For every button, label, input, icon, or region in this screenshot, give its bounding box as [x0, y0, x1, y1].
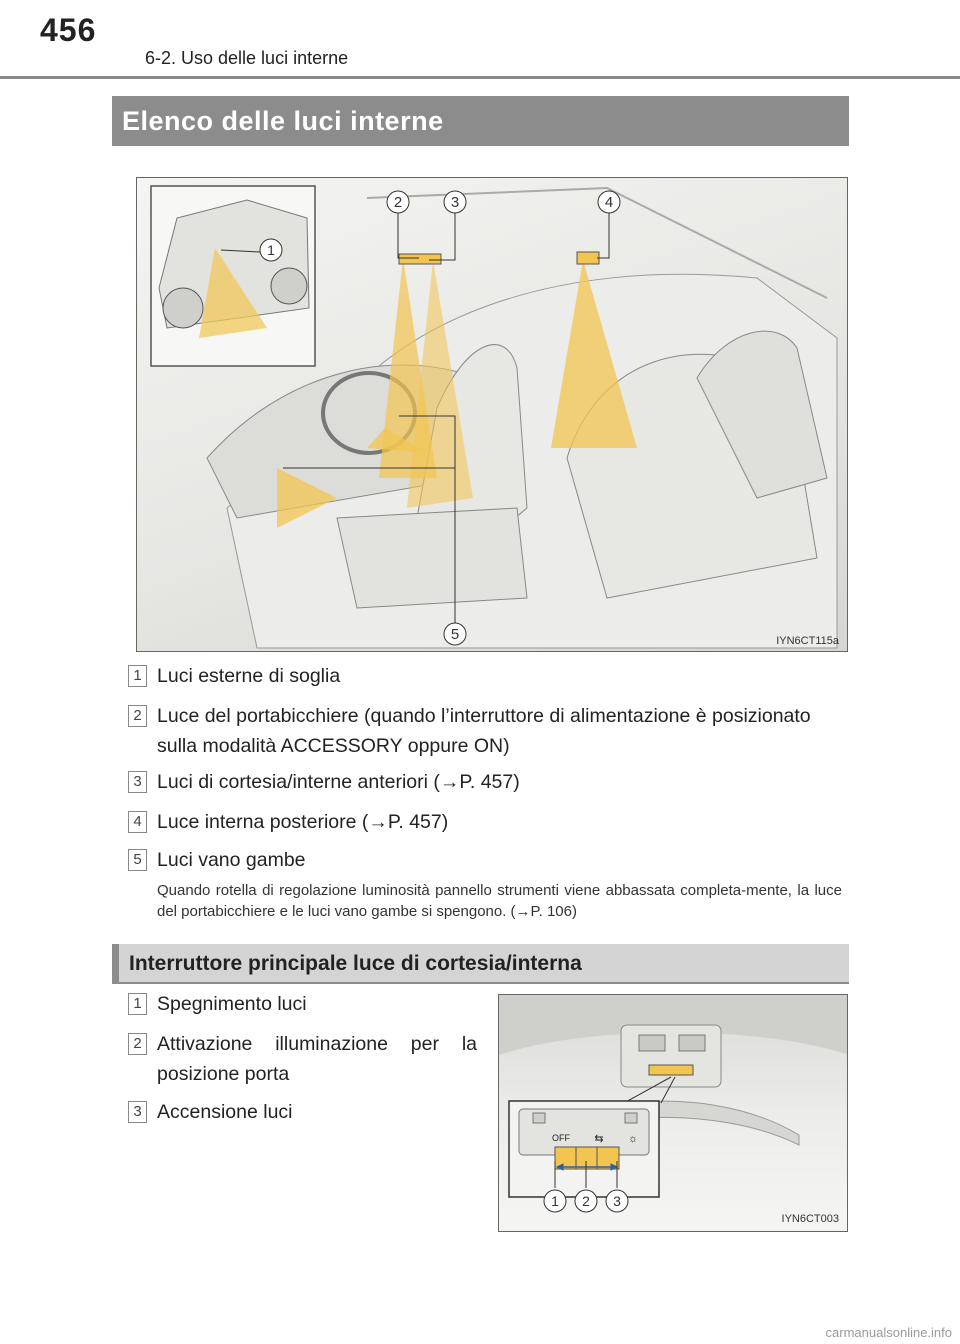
note-text: Quando rotella di regolazione luminosità…: [157, 882, 842, 920]
interior-lights-figure: 1 2 3 4 5: [136, 177, 848, 652]
item-number-badge: 5: [128, 849, 147, 871]
list-item: Attivazione illuminazione per la: [157, 1033, 477, 1055]
subsection-title: Interruttore principale luce di cortesia…: [112, 944, 849, 984]
figure-code: IYN6CT003: [781, 1213, 839, 1225]
switch-label-door: ⇆: [594, 1133, 603, 1145]
list-item-continued: sulla modalità ACCESSORY oppure ON): [157, 735, 510, 757]
list-item: Luce del portabicchiere (quando l’interr…: [157, 705, 811, 727]
header-divider: [0, 76, 960, 79]
item-number-badge: 2: [128, 705, 147, 727]
item-number-badge: 4: [128, 811, 147, 833]
item-number-badge: 2: [128, 1033, 147, 1055]
item-number-badge: 1: [128, 665, 147, 687]
list-item: Luci vano gambe: [157, 849, 306, 871]
item-number-badge: 1: [128, 993, 147, 1015]
overhead-console-illustration: 1 2 3 OFF ⇆ ☼: [499, 995, 847, 1213]
list-item: Luce interna posteriore (→P. 457): [157, 811, 449, 833]
switch-panel-figure: 1 2 3 OFF ⇆ ☼ IYN6CT003: [498, 994, 848, 1232]
svg-text:4: 4: [605, 194, 613, 211]
section-title: Elenco delle luci interne: [112, 96, 849, 146]
list-item-continued: posizione porta: [157, 1063, 290, 1085]
switch-label-on: ☼: [628, 1133, 638, 1145]
switch-label-off: OFF: [552, 1133, 570, 1143]
item-number-badge: 3: [128, 771, 147, 793]
svg-text:3: 3: [451, 194, 459, 211]
page-number: 456: [40, 12, 97, 48]
item-number-badge: 3: [128, 1101, 147, 1123]
section-breadcrumb: 6-2. Uso delle luci interne: [145, 48, 349, 68]
list-item: Luci di cortesia/interne anteriori (→P. …: [157, 771, 520, 793]
svg-text:2: 2: [582, 1193, 590, 1209]
car-interior-illustration: 1 2 3 4 5: [150, 185, 838, 649]
svg-text:1: 1: [267, 242, 275, 258]
watermark: carmanualsonline.info: [825, 1325, 952, 1340]
svg-text:3: 3: [613, 1193, 621, 1209]
list-item: Luci esterne di soglia: [157, 665, 341, 687]
svg-text:2: 2: [394, 194, 402, 211]
svg-text:5: 5: [451, 626, 459, 643]
page-header: 456 6-2. Uso delle luci interne: [0, 0, 960, 80]
list-item: Accensione luci: [157, 1101, 293, 1123]
svg-text:1: 1: [551, 1193, 559, 1209]
list-item: Spegnimento luci: [157, 993, 307, 1015]
figure-code: IYN6CT115a: [776, 635, 839, 647]
